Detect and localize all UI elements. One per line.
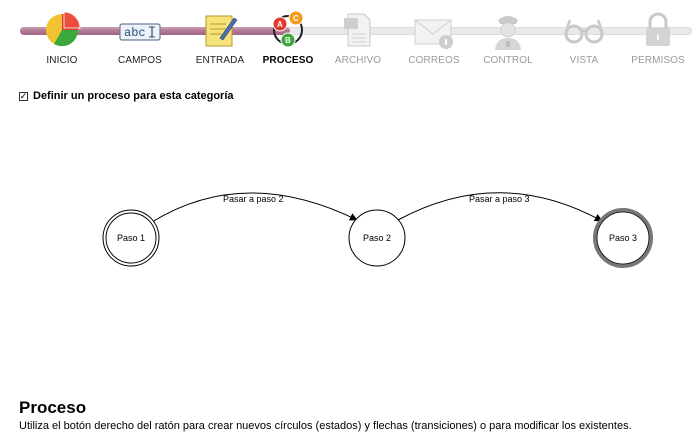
transition-label: Pasar a paso 2 xyxy=(223,194,284,204)
step-label: CAMPOS xyxy=(118,55,162,66)
officer-icon xyxy=(486,8,530,52)
step-label: ARCHIVO xyxy=(334,55,382,66)
transition-label: Pasar a paso 3 xyxy=(469,194,530,204)
wizard-steps: INICIO abc CAMPOS ENTRADA xyxy=(0,0,700,72)
step-label: INICIO xyxy=(46,55,78,66)
state-circle[interactable]: Paso 3 xyxy=(593,208,653,268)
step-label: ENTRADA xyxy=(195,55,245,66)
state-circle[interactable]: Paso 1 xyxy=(102,209,160,267)
step-label: PERMISOS xyxy=(631,55,685,66)
state-label: Paso 1 xyxy=(117,233,145,243)
pie-chart-icon xyxy=(40,8,84,52)
step-label: VISTA xyxy=(569,55,599,66)
text-field-icon-text: abc xyxy=(124,26,146,40)
edit-form-icon xyxy=(198,8,242,52)
help-title: Proceso xyxy=(19,398,87,417)
state-label: Paso 3 xyxy=(609,233,637,243)
step-label: PROCESO xyxy=(262,55,314,66)
envelope-icon xyxy=(412,8,456,52)
state-label: Paso 2 xyxy=(363,233,391,243)
step-label: CORREOS xyxy=(408,55,460,66)
help-description: Utiliza el botón derecho del ratón para … xyxy=(19,420,632,432)
define-process-checkbox[interactable]: ✓ xyxy=(19,90,28,101)
glasses-icon xyxy=(562,8,606,52)
define-process-label[interactable]: Definir un proceso para esta categoría xyxy=(33,90,234,102)
process-letter-c: C xyxy=(293,14,299,23)
text-field-icon: abc xyxy=(118,8,162,52)
process-letter-b: B xyxy=(285,36,291,45)
transition-arrow[interactable] xyxy=(397,192,603,222)
define-process-row: ✓ Definir un proceso para esta categoría xyxy=(19,90,234,102)
word-document-icon xyxy=(336,8,380,52)
step-label: CONTROL xyxy=(483,55,533,66)
state-circle[interactable]: Paso 2 xyxy=(348,209,406,267)
padlock-icon xyxy=(636,8,680,52)
process-letter-a: A xyxy=(277,20,283,29)
process-diagram[interactable]: Pasar a paso 2 Pasar a paso 3 Paso 1 Pas… xyxy=(0,150,700,300)
process-abc-icon: A C B xyxy=(266,8,310,52)
transition-arrow[interactable] xyxy=(151,192,358,223)
